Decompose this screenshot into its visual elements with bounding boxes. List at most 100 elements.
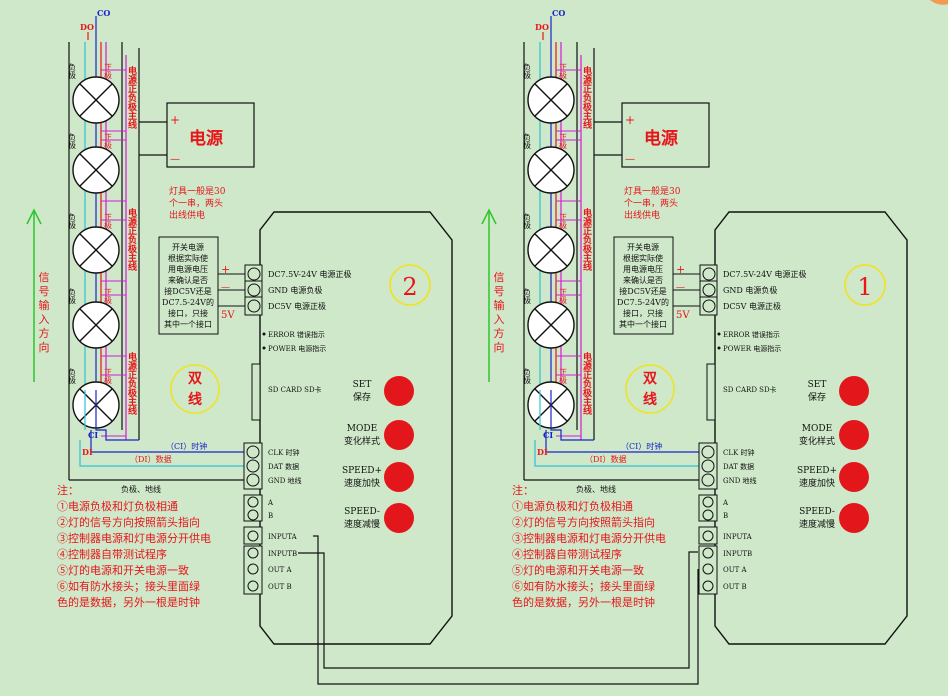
ci-wire [550, 390, 594, 441]
signal-direction-char: 向 [494, 340, 505, 354]
psu-note-line: 接口，只接 [623, 308, 663, 318]
set-button-label: SET [808, 380, 827, 390]
power-note-line: 灯具一般是30 [169, 185, 226, 197]
note-item: 色的是数据，另外一根是时钟 [512, 595, 655, 609]
psu-plus: + [221, 263, 230, 276]
terminal-screw [702, 283, 716, 297]
power-note-line: 出线供电 [169, 209, 205, 221]
c0-label: CO [97, 8, 110, 18]
set-button-circle[interactable] [384, 376, 414, 406]
lamp: 负极正极 [523, 62, 581, 132]
lamp: 负极 正极 [68, 212, 126, 282]
port-inputb: INPUTB [268, 550, 297, 558]
di-label: DI [537, 447, 548, 457]
mode-button-circle[interactable] [839, 420, 869, 450]
psu-note-line: 用电源电压 [623, 264, 663, 274]
lamp: 负极 正极 [523, 287, 581, 357]
speedp-button[interactable]: SPEED+速度加快 [797, 462, 869, 492]
speedm-button-circle[interactable] [384, 503, 414, 533]
data-label: （DI）数据 [585, 454, 627, 464]
speedm-button-circle[interactable] [839, 503, 869, 533]
psu-note-line: 接口，只接 [168, 308, 208, 318]
port-b: B [723, 512, 728, 520]
negative-label: 负极 [523, 287, 532, 305]
positive-label: 正极 [559, 288, 568, 305]
set-button-label: 保存 [353, 391, 371, 403]
negative-label: 负极 [523, 62, 532, 80]
port-a: A [267, 499, 274, 507]
port-clk: CLK 时钟 [723, 448, 754, 457]
speedm-button[interactable]: SPEED-速度减慢 [799, 503, 869, 533]
dual-wire-circle [625, 364, 675, 414]
inputa-terminal [698, 526, 718, 545]
port-dc5: DC5V 电源正极 [268, 301, 326, 311]
link-cable [298, 535, 699, 685]
speedp-button[interactable]: SPEED+速度加快 [342, 462, 414, 492]
port-gnd: GND 电源负极 [268, 285, 322, 295]
terminal-screw [702, 496, 714, 508]
speedm-button[interactable]: SPEED-速度减慢 [344, 503, 414, 533]
speedp-button-circle[interactable] [839, 462, 869, 492]
terminal-screw [247, 547, 259, 559]
psu-note-line: 接DC5V还是 [619, 286, 666, 296]
di-label: DI [82, 447, 93, 457]
psu-note-line: 用电源电压 [168, 264, 208, 274]
power-led [262, 346, 266, 350]
set-button-circle[interactable] [839, 376, 869, 406]
signal-terminal-block [243, 442, 263, 490]
lamp-cross [79, 153, 113, 187]
terminal-screw [247, 530, 259, 542]
note-item: 色的是数据，另外一根是时钟 [57, 595, 200, 609]
speedm-button-label: SPEED- [799, 507, 835, 517]
ab-terminal-block [243, 494, 263, 522]
positive-label: 正极 [104, 213, 113, 230]
port-clk: CLK 时钟 [268, 448, 299, 457]
power-note-line: 个一串，两头 [624, 198, 678, 209]
lamp-cross [534, 153, 568, 187]
port-outa: OUT A [723, 566, 748, 574]
dual-wire-text: 线 [643, 391, 657, 408]
note-item: ③控制器电源和灯电源分开供电 [57, 531, 211, 545]
port-dat: DAT 数据 [268, 462, 299, 471]
c0-label: CO [552, 8, 565, 18]
speedp-button-label: SPEED+ [342, 466, 382, 476]
negative-label: 负极 [68, 212, 77, 230]
terminal-screw [702, 563, 714, 575]
signal-direction-char: 方 [494, 326, 505, 340]
note-item: ④控制器自带测试程序 [512, 547, 622, 561]
lamp-cross [534, 233, 568, 267]
error-indicator-label: ERROR 错误指示 [723, 330, 780, 339]
clock-line [90, 430, 244, 453]
inputa-terminal [243, 526, 263, 545]
dual-wire-circle [170, 364, 220, 414]
psu-note-line: 其中一个接口 [164, 319, 212, 329]
lamp-cross [534, 83, 568, 117]
psu-note-line: DC7.5-24V的 [162, 297, 214, 307]
negative-label: 负极 [523, 212, 532, 230]
mode-button-circle[interactable] [384, 420, 414, 450]
terminal-screw [701, 459, 715, 473]
set-button-label: 保存 [808, 391, 826, 403]
output-terminal-block [243, 545, 263, 595]
lamp: 负极 正极 [523, 132, 581, 202]
port-gnd2: GND 地线 [268, 476, 302, 485]
power-plus: + [170, 113, 180, 127]
psu-note-line: 开关电源 [627, 242, 659, 252]
positive-label: 正极 [559, 133, 568, 150]
psu-note-line: 开关电源 [172, 242, 204, 252]
port-outb: OUT B [723, 583, 747, 591]
psu-note-line: 其中一个接口 [619, 319, 667, 329]
note-item: ⑤灯的电源和开关电源一致 [57, 563, 189, 577]
port-dc5: DC5V 电源正极 [723, 301, 781, 311]
port-outa: OUT A [268, 566, 293, 574]
signal-direction-char: 向 [39, 340, 50, 354]
mode-button-label: MODE [802, 424, 832, 434]
negative-label: 负极 [523, 132, 532, 150]
speedp-button-circle[interactable] [384, 462, 414, 492]
error-indicator-label: ERROR 错误指示 [268, 330, 325, 339]
